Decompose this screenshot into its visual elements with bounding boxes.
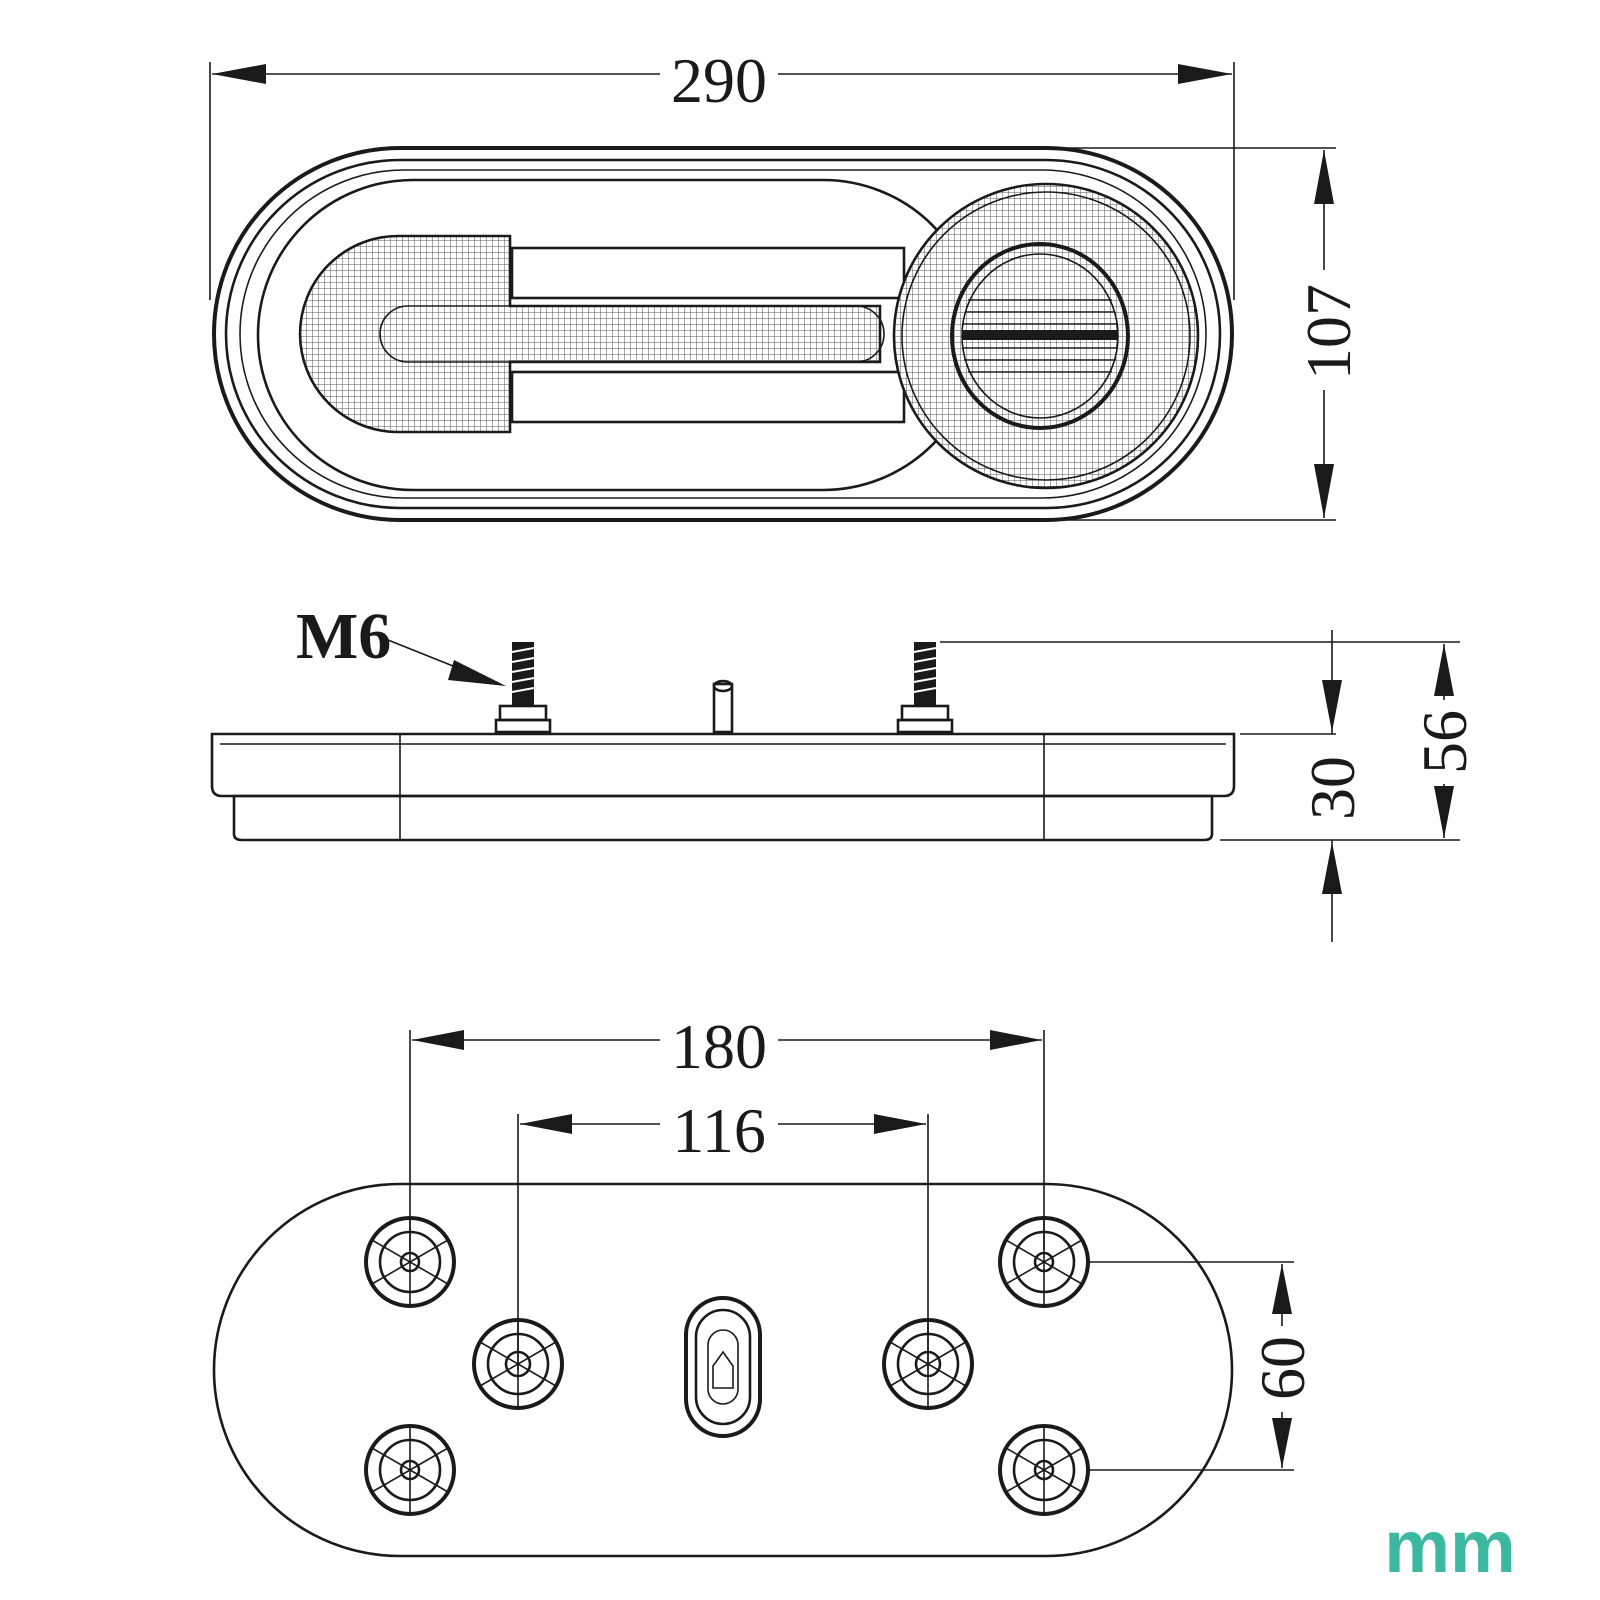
- stud-left: [494, 642, 552, 734]
- arrow-up: [1322, 842, 1342, 894]
- mounting-hole-top-right: [998, 1216, 1090, 1308]
- dimension-body-height: 30: [1220, 630, 1460, 942]
- arrow-down: [1314, 464, 1334, 518]
- dimension-total-height: 56: [940, 641, 1480, 838]
- arrow-down: [1322, 680, 1342, 732]
- bottom-view: 180 116: [212, 1011, 1318, 1558]
- side-body: [210, 732, 1236, 798]
- tail-lamp-lens: [298, 234, 906, 434]
- base-plate: [212, 1182, 1234, 1558]
- stud-hole-right: [882, 1318, 974, 1410]
- arrow-left: [212, 64, 266, 84]
- stud-right: [896, 642, 954, 734]
- cable-outlet: [712, 679, 734, 734]
- arrow-up: [1272, 1264, 1292, 1314]
- dimension-vertical-spacing-label: 60: [1247, 1336, 1318, 1400]
- dimension-body-height-label: 30: [1297, 756, 1368, 820]
- arrow-right: [874, 1114, 926, 1134]
- dimension-outer-spacing: 180: [409, 1011, 1045, 1250]
- arrow-up: [1314, 150, 1334, 204]
- mounting-hole-bottom-right: [998, 1424, 1090, 1516]
- dimension-width-label: 107: [1293, 284, 1364, 380]
- arrow-right: [1178, 64, 1232, 84]
- dimension-total-height-label: 56: [1409, 710, 1480, 774]
- arrow-down: [1434, 786, 1454, 838]
- unit-label: mm: [1384, 1505, 1516, 1588]
- arrow-right: [990, 1030, 1042, 1050]
- dimension-inner-spacing: 116: [517, 1095, 929, 1370]
- dimension-vertical-spacing: 60: [1088, 1261, 1318, 1471]
- cable-slot: [684, 1296, 762, 1438]
- side-view: M6: [210, 600, 1480, 942]
- housing-outer: [212, 146, 1234, 522]
- round-lamp: [892, 182, 1200, 490]
- stud-hole-left: [472, 1318, 564, 1410]
- thread-label: M6: [296, 600, 391, 673]
- mounting-hole-bottom-left: [364, 1424, 456, 1516]
- arrow-up: [1434, 644, 1454, 696]
- arrow-left: [412, 1030, 464, 1050]
- mounting-hole-top-left: [364, 1216, 456, 1308]
- top-view: 290 107: [209, 45, 1364, 522]
- dimension-width: 107: [1060, 147, 1364, 521]
- dimension-length: 290: [209, 45, 1235, 300]
- dimension-outer-spacing-label: 180: [671, 1011, 767, 1082]
- arrow-left: [520, 1114, 572, 1134]
- dimension-inner-spacing-label: 116: [672, 1095, 766, 1166]
- dimension-length-label: 290: [671, 45, 767, 116]
- arrow-down: [1272, 1418, 1292, 1468]
